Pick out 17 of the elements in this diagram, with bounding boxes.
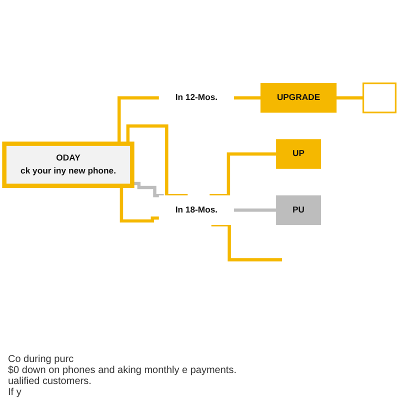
- connector: [210, 152, 276, 198]
- connector: [132, 182, 164, 198]
- node-text: In 12-Mos.: [175, 93, 218, 103]
- note-text: $0 down on phones and aking monthly e payments.: [8, 365, 238, 376]
- note-text: If y: [8, 387, 22, 398]
- connector: [211, 223, 282, 262]
- note-text: Co during purc: [8, 354, 75, 365]
- connector: [336, 96, 364, 100]
- connector: [234, 96, 261, 100]
- flow-diagram: ODAY ck your iny new phone. In 12-Mos. UPGRADE In 18-Mos. UP PU: [0, 79, 400, 273]
- node-box: [260, 83, 337, 114]
- note-text: ualified customers.: [8, 376, 92, 387]
- node-box: [2, 142, 134, 188]
- node-box: [276, 196, 321, 226]
- node-box: [362, 82, 396, 114]
- node-box: [276, 140, 321, 170]
- connector: [234, 208, 276, 212]
